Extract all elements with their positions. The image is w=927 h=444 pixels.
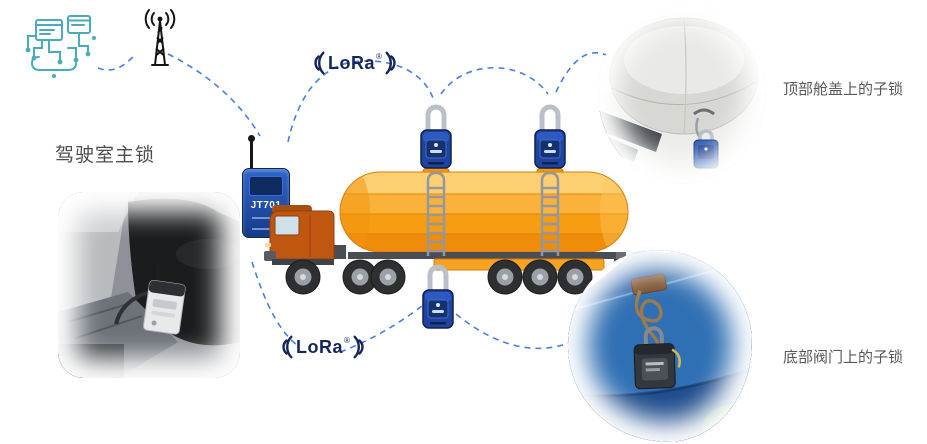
valve-bracket: [630, 273, 667, 296]
smart-padlock-top-2: [530, 96, 570, 172]
lora-logo-bottom: LoRa ®: [282, 334, 364, 360]
link-lorabottom-padlockbottom: [339, 305, 423, 353]
tank-ladder-front: [426, 171, 446, 256]
top-hatch-photo: [598, 2, 766, 184]
link-cloud-tower: [97, 53, 137, 71]
link-tower-master: [167, 53, 261, 137]
lock-cable: [114, 290, 151, 325]
device-detail-lines: [252, 217, 280, 230]
device-screen: [249, 176, 283, 196]
link-padlockbottom-valvephoto: [455, 313, 577, 350]
truck-cab: [264, 205, 335, 265]
lora-wordmark: LoRa: [328, 53, 375, 73]
lora-signal-arcs-left: [282, 335, 293, 359]
truck-wheels: [285, 259, 593, 295]
smart-padlock-bottom: [418, 256, 458, 332]
link-padlock1-padlock2: [440, 66, 549, 95]
bottom-valve-photo: [564, 246, 756, 444]
signal-tower-icon: [135, 6, 185, 68]
link-master-lora-padlock1: [287, 60, 434, 143]
device-model-label: JT701: [250, 200, 282, 211]
iot-cloud-icon: [24, 8, 104, 93]
tank-ladder-rear: [540, 171, 560, 256]
smart-padlock-top-1: [416, 96, 456, 172]
cab-interior-photo: [58, 192, 240, 378]
lora-signal-arcs-left: [314, 51, 325, 75]
sublock-on-hatch: [693, 129, 719, 169]
cab-master-lock-label: 驾驶室主锁: [55, 145, 156, 166]
cab-window: [274, 215, 300, 236]
top-hatch-sublock-label: 顶部舱盖上的子锁: [783, 81, 904, 98]
bottom-valve-sublock-label: 底部阀门上的子锁: [783, 349, 904, 366]
lora-wordmark: LoRa: [296, 337, 343, 357]
tank-body: [339, 171, 629, 253]
sublock-on-valve: [633, 343, 676, 390]
rusty-wire: [634, 290, 663, 347]
registered-mark: ®: [376, 52, 382, 61]
master-lock-in-cab: [143, 257, 186, 335]
device-antenna-icon: [248, 135, 255, 170]
lora-signal-arcs-right: [385, 51, 396, 75]
lora-logo-top: LoRa ®: [314, 50, 396, 76]
registered-mark: ®: [344, 336, 350, 345]
lora-signal-arcs-right: [353, 335, 364, 359]
tank-truck-illustration: [264, 164, 629, 295]
link-master-lorabottom: [251, 261, 299, 347]
